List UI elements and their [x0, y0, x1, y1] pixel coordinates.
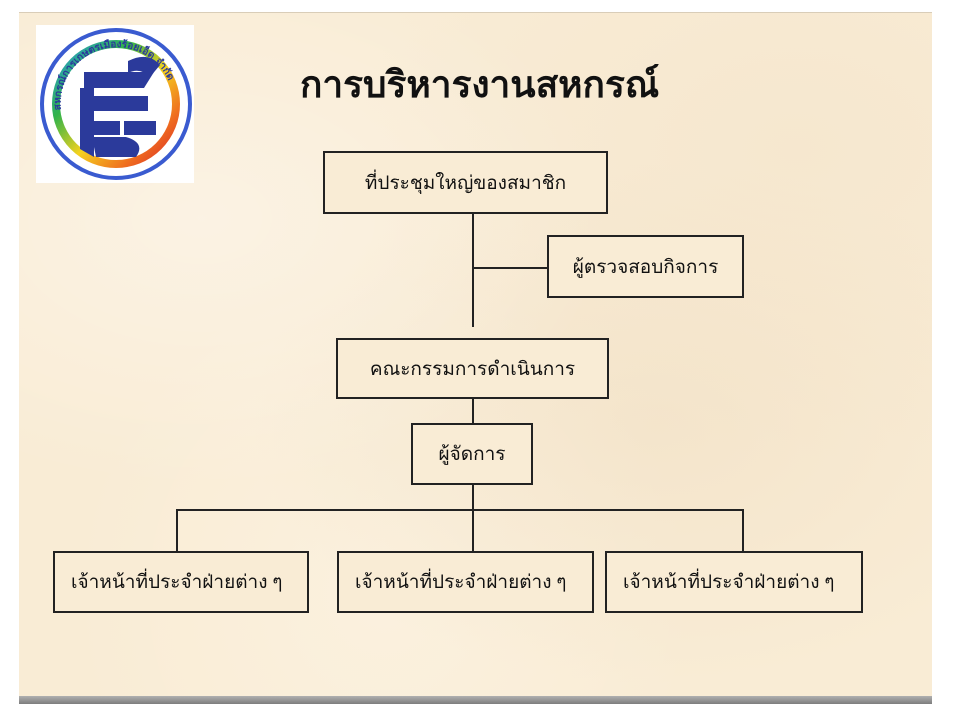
box-staff-right: เจ้าหน้าที่ประจำฝ่ายต่าง ๆ: [605, 551, 863, 613]
box-staff-right-label: เจ้าหน้าที่ประจำฝ่ายต่าง ๆ: [623, 572, 835, 593]
box-manager: ผู้จัดการ: [411, 423, 533, 485]
box-manager-label: ผู้จัดการ: [438, 444, 506, 465]
connector-staff-left: [176, 509, 178, 552]
connector-meeting-to-board: [472, 213, 474, 327]
box-general-meeting: ที่ประชุมใหญ่ของสมาชิก: [323, 151, 608, 214]
box-board: คณะกรรมการดำเนินการ: [336, 338, 609, 399]
box-board-label: คณะกรรมการดำเนินการ: [369, 358, 576, 380]
box-staff-middle-label: เจ้าหน้าที่ประจำฝ่ายต่าง ๆ: [355, 572, 567, 593]
connector-to-auditor: [472, 267, 549, 269]
connector-manager-down: [472, 484, 474, 510]
box-staff-left: เจ้าหน้าที่ประจำฝ่ายต่าง ๆ: [53, 551, 309, 613]
box-auditor: ผู้ตรวจสอบกิจการ: [547, 235, 744, 298]
box-staff-left-label: เจ้าหน้าที่ประจำฝ่ายต่าง ๆ: [71, 572, 283, 593]
connector-board-to-manager: [472, 398, 474, 424]
box-auditor-label: ผู้ตรวจสอบกิจการ: [572, 256, 719, 278]
cooperative-logo: สหกรณ์การเกษตรเมืองร้อยเอ็ด จำกัด: [36, 25, 194, 183]
page-title: การบริหารงานสหกรณ์: [300, 65, 660, 106]
box-general-meeting-label: ที่ประชุมใหญ่ของสมาชิก: [364, 172, 567, 194]
box-staff-middle: เจ้าหน้าที่ประจำฝ่ายต่าง ๆ: [337, 551, 594, 613]
connector-staff-horizontal: [176, 509, 744, 511]
connector-staff-right: [742, 509, 744, 552]
connector-staff-middle: [472, 509, 474, 552]
slide-bottom-bar: [19, 696, 932, 704]
cooperative-logo-icon: สหกรณ์การเกษตรเมืองร้อยเอ็ด จำกัด: [40, 28, 192, 180]
